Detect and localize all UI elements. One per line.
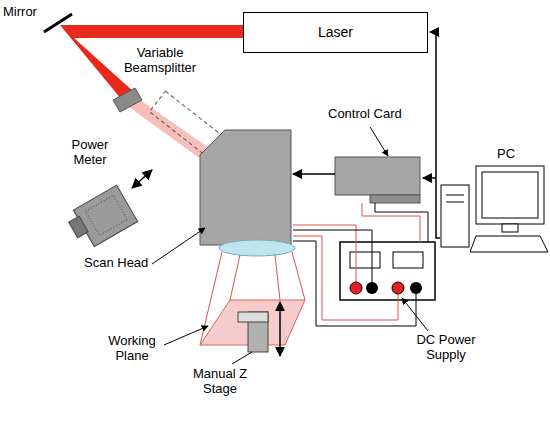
part-label: Control Card [328,107,402,122]
beamsplitter-symbol [113,88,142,112]
part-label: Working Plane [100,334,164,364]
display [350,252,380,268]
terminal-red [392,282,404,294]
leader-line [402,298,428,331]
z-arrow [279,302,281,356]
z-stage-top [238,312,268,322]
signal-wire [293,173,335,175]
control-card-tab [370,195,420,203]
part-label: Mirror [3,5,37,20]
pc-tower [446,195,464,196]
scan-head-symbol [200,130,291,245]
scan-ray [292,252,305,300]
leader-line [152,228,205,264]
control-card-symbol [335,157,420,195]
pc-screen [482,172,538,218]
pc-keyboard [470,236,548,252]
signal-wire [423,177,436,179]
terminal-black [366,282,378,294]
power-wire [293,241,416,326]
leader-line [232,352,252,364]
pc-tower [441,185,469,247]
signal-wire [430,32,440,238]
mirror-symbol [44,14,72,32]
power-wire [293,236,398,320]
power-meter-symbol [65,185,138,251]
terminal-black [410,282,422,294]
part-label: DC Power Supply [410,333,482,363]
terminal-red [350,282,362,294]
attenuated-beam [125,97,212,160]
pc-tower [446,202,464,203]
power-wire [293,230,372,288]
lens [219,240,295,256]
dc-supply-symbol [340,242,435,300]
part-label: Scan Head [84,256,148,271]
laser-beam [60,25,243,100]
part-label: Power Meter [64,138,116,168]
power-wire [375,203,428,242]
pc-monitor [476,166,544,224]
display [393,252,423,268]
part-label: Variable Beamsplitter [116,46,204,76]
part-label: Manual Z Stage [190,367,250,397]
power-wire [362,203,420,242]
move-arrow [132,170,152,188]
laser-box: Laser [243,12,428,53]
leader-line [164,326,208,345]
node-text: Laser [318,24,353,40]
part-label: PC [497,147,515,162]
leader-line [370,127,388,156]
power-wire [293,225,356,288]
scan-ray [230,255,240,300]
pc-stand [502,224,518,232]
